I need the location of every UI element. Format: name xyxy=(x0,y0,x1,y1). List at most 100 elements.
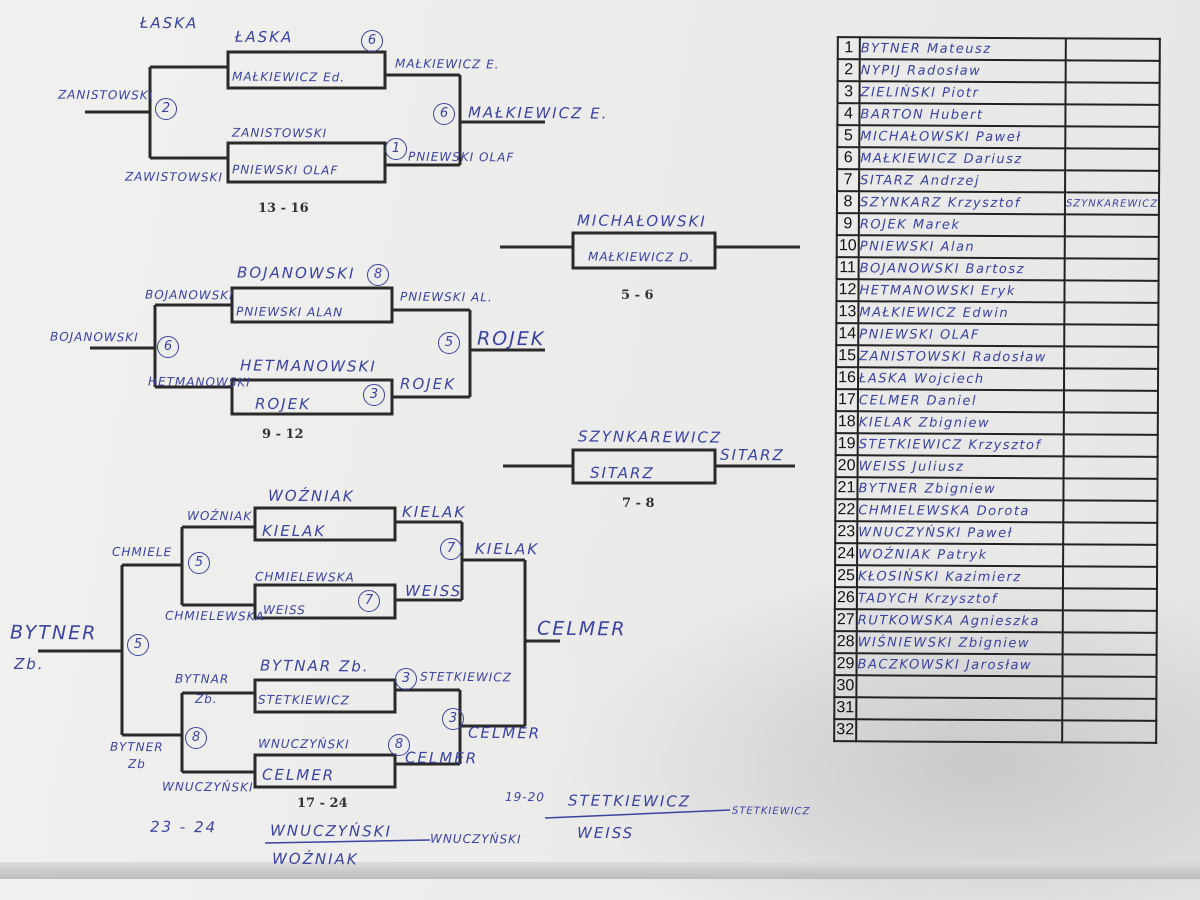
bracket-lines xyxy=(38,50,800,844)
place-19-20-winner: STETKIEWICZ xyxy=(731,805,811,818)
roster-name: MICHAŁOWSKI Paweł xyxy=(859,125,1066,149)
bracket-17-24-entrant-4: WEISS xyxy=(262,602,306,618)
roster-number: 1 xyxy=(837,37,860,60)
bracket-9-12-left-winner: BOJANOWSKI xyxy=(49,329,139,345)
roster-number: 30 xyxy=(834,675,857,698)
score-circle: 7 xyxy=(358,590,380,612)
bracket-9-12-winner: ROJEK xyxy=(476,327,546,351)
roster-number: 18 xyxy=(835,411,858,434)
bracket-17-24-winner: CELMER xyxy=(536,617,627,641)
bracket-13-16-left-bottom: ZAWISTOWSKI xyxy=(124,169,223,185)
roster-name: KIELAK Zbigniew xyxy=(857,411,1064,435)
bracket-17-24-entrant-5: BYTNAR Zb. xyxy=(259,656,370,676)
roster-name: TADYCH Krzysztof xyxy=(856,587,1063,611)
roster-name xyxy=(856,697,1063,721)
roster-number: 26 xyxy=(834,587,857,610)
roster-note xyxy=(1063,500,1158,523)
roster-name: HETMANOWSKI Eryk xyxy=(858,279,1065,303)
roster-note: SZYNKAREWICZ xyxy=(1064,192,1160,215)
bracket-9-12-left-top: BOJANOWSKI xyxy=(144,287,234,303)
roster-number: 21 xyxy=(835,477,858,500)
bracket-13-16-lines xyxy=(85,50,545,184)
roster-note xyxy=(1062,610,1157,633)
score-circle: 2 xyxy=(155,98,177,120)
roster-note xyxy=(1064,280,1159,303)
place-23-24-top: WNUCZYŃSKI xyxy=(269,821,393,841)
bracket-17-24-entrant-6: STETKIEWICZ xyxy=(257,692,350,708)
roster-note xyxy=(1063,522,1158,545)
roster-number: 11 xyxy=(836,257,859,280)
roster-name: ZIELIŃSKI Piotr xyxy=(859,81,1066,105)
roster-number: 29 xyxy=(834,653,857,676)
right-label: CELMER xyxy=(404,748,479,768)
match-box xyxy=(226,50,387,90)
roster-number: 17 xyxy=(835,389,859,412)
roster-note xyxy=(1065,60,1160,83)
roster-name: ŁASKA Wojciech xyxy=(858,367,1065,391)
roster-number: 31 xyxy=(834,697,857,720)
score-circle: 1 xyxy=(385,138,407,160)
bracket-17-24-left-winner-1: BYTNER xyxy=(9,621,98,645)
roster-note xyxy=(1064,302,1159,325)
bracket-9-12-entrant-4: ROJEK xyxy=(254,394,312,414)
roster-note xyxy=(1063,412,1159,435)
bracket-9-12-label: 9 - 12 xyxy=(262,427,304,442)
bracket-13-16-label: 13 - 16 xyxy=(258,201,309,216)
roster-number: 6 xyxy=(837,147,860,170)
score-circle: 3 xyxy=(363,384,385,406)
roster-note xyxy=(1065,148,1160,171)
place-19-20-top: STETKIEWICZ xyxy=(567,791,692,811)
roster-name xyxy=(856,675,1063,699)
roster-name: BACZKOWSKI Jarosław xyxy=(856,653,1063,677)
roster-note xyxy=(1062,676,1157,699)
roster-number: 16 xyxy=(836,367,859,390)
semi-winner: CELMER xyxy=(467,723,542,743)
roster-number: 9 xyxy=(836,213,859,236)
roster-note xyxy=(1062,698,1157,721)
final-5-6-top: MICHAŁOWSKI xyxy=(576,211,707,231)
bracket-13-16-left-top: ŁASKA xyxy=(139,13,199,33)
bracket-13-16-entrant-2: MAŁKIEWICZ Ed. xyxy=(231,69,346,85)
left-label: WNUCZYŃSKI xyxy=(161,779,254,795)
roster-number: 7 xyxy=(837,169,860,192)
roster-number: 15 xyxy=(836,345,859,368)
roster-number: 2 xyxy=(837,59,860,82)
roster-note xyxy=(1062,566,1158,589)
roster-note xyxy=(1062,588,1158,611)
score-circle: 3 xyxy=(442,708,464,730)
roster-name: ZANISTOWSKI Radosław xyxy=(858,345,1065,369)
score-circle: 3 xyxy=(395,668,417,690)
left-label: Zb xyxy=(127,756,146,772)
bracket-17-24-entrant-3: CHMIELEWSKA xyxy=(254,569,355,585)
bracket-13-16-left-winner: ZANISTOWSKI xyxy=(57,87,154,103)
bracket-17-24-entrant-2: KIELAK xyxy=(261,521,327,541)
roster-note xyxy=(1065,170,1160,193)
roster-name: MAŁKIEWICZ Edwin xyxy=(858,301,1065,325)
match-box xyxy=(253,506,397,542)
bracket-9-12-entrant-1: BOJANOWSKI xyxy=(236,263,356,283)
bracket-9-12-entrant-2: PNIEWSKI ALAN xyxy=(235,304,344,320)
roster-name: CHMIELEWSKA Dorota xyxy=(857,499,1064,523)
roster-row: 32 xyxy=(834,719,1157,743)
roster-number: 3 xyxy=(837,81,860,104)
final-5-6-lines xyxy=(500,231,800,270)
roster-note xyxy=(1065,38,1160,61)
roster-name: BOJANOWSKI Bartosz xyxy=(858,257,1065,281)
roster-number: 13 xyxy=(836,301,859,324)
match-box xyxy=(253,678,397,714)
bracket-9-12-lines xyxy=(90,286,545,416)
